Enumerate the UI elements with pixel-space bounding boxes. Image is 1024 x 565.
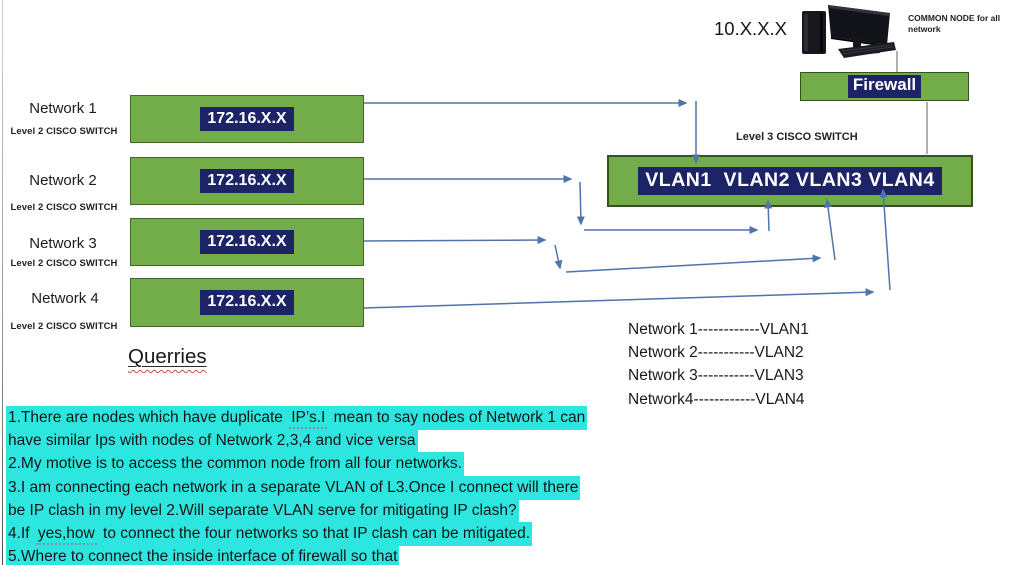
l3-switch-label: Level 3 CISCO SWITCH — [736, 131, 858, 143]
network-3-switch-caption: Level 2 CISCO SWITCH — [10, 258, 118, 269]
arrow-network3-horizontal — [363, 236, 547, 245]
vlan-list-label: VLAN1 VLAN2 VLAN3 VLAN4 — [638, 166, 942, 196]
network-1-box: 172.16.X.X — [130, 95, 364, 143]
query-line-1b: have similar Ips with nodes of Network 2… — [6, 429, 726, 454]
queries-heading: Querries — [128, 345, 207, 369]
queries-text-block: 1.There are nodes which have duplicate I… — [6, 406, 726, 565]
photo-left-edge — [2, 0, 3, 565]
network-1-ip: 172.16.X.X — [200, 106, 294, 132]
query-line-3b: be IP clash in my level 2.Will separate … — [6, 498, 726, 523]
network-2-box: 172.16.X.X — [130, 157, 364, 205]
arrow-network3-to-riser — [565, 254, 822, 273]
network-1-label: Network 1 — [29, 100, 97, 117]
arrow-network3-into-vlan3 — [824, 198, 836, 261]
arrow-network4-horizontal — [363, 288, 875, 309]
query-line-2: 2.My motive is to access the common node… — [6, 452, 726, 477]
network-3-ip: 172.16.X.X — [200, 229, 294, 255]
desktop-computer-icon — [802, 5, 896, 58]
arrow-network2-down — [576, 181, 585, 226]
query-line-5: 5.Where to connect the inside interface … — [6, 545, 726, 565]
vlan-mapping-row: Network 2-----------VLAN2 — [628, 344, 804, 362]
network-3-box: 172.16.X.X — [130, 218, 364, 266]
query-line-1: 1.There are nodes which have duplicate I… — [6, 406, 726, 430]
network-2-switch-caption: Level 2 CISCO SWITCH — [10, 202, 118, 213]
network-4-ip: 172.16.X.X — [200, 290, 294, 315]
vlan-mapping-row: Network4------------VLAN4 — [628, 390, 805, 408]
network-4-label: Network 4 — [31, 290, 99, 307]
firewall-box: Firewall — [800, 72, 969, 101]
network-1-switch-caption: Level 2 CISCO SWITCH — [10, 126, 118, 137]
network-4-box: 172.16.X.X — [130, 278, 364, 327]
query-line-3: 3.I am connecting each network in a sepa… — [6, 475, 726, 500]
network-2-ip: 172.16.X.X — [200, 168, 294, 194]
l3-switch-box: VLAN1 VLAN2 VLAN3 VLAN4 — [607, 155, 973, 207]
network-3-label: Network 3 — [29, 235, 97, 252]
common-node-caption: COMMON NODE for all network — [908, 13, 1001, 34]
network-4-switch-caption: Level 2 CISCO SWITCH — [10, 321, 118, 332]
network-2-label: Network 2 — [29, 172, 97, 189]
common-node-ip-label: 10.X.X.X — [714, 18, 788, 39]
firewall-label: Firewall — [847, 75, 922, 98]
vlan-mapping-row: Network 3-----------VLAN3 — [628, 367, 804, 385]
vlan-mapping-list: Network 1------------VLAN1 Network 2----… — [628, 318, 809, 411]
queries-heading-text: Querries — [128, 345, 207, 368]
query-line-4: 4.If yes,how to connect the four network… — [6, 522, 726, 547]
arrow-network3-down — [554, 244, 563, 270]
vlan-mapping-row: Network 1------------VLAN1 — [628, 321, 809, 338]
